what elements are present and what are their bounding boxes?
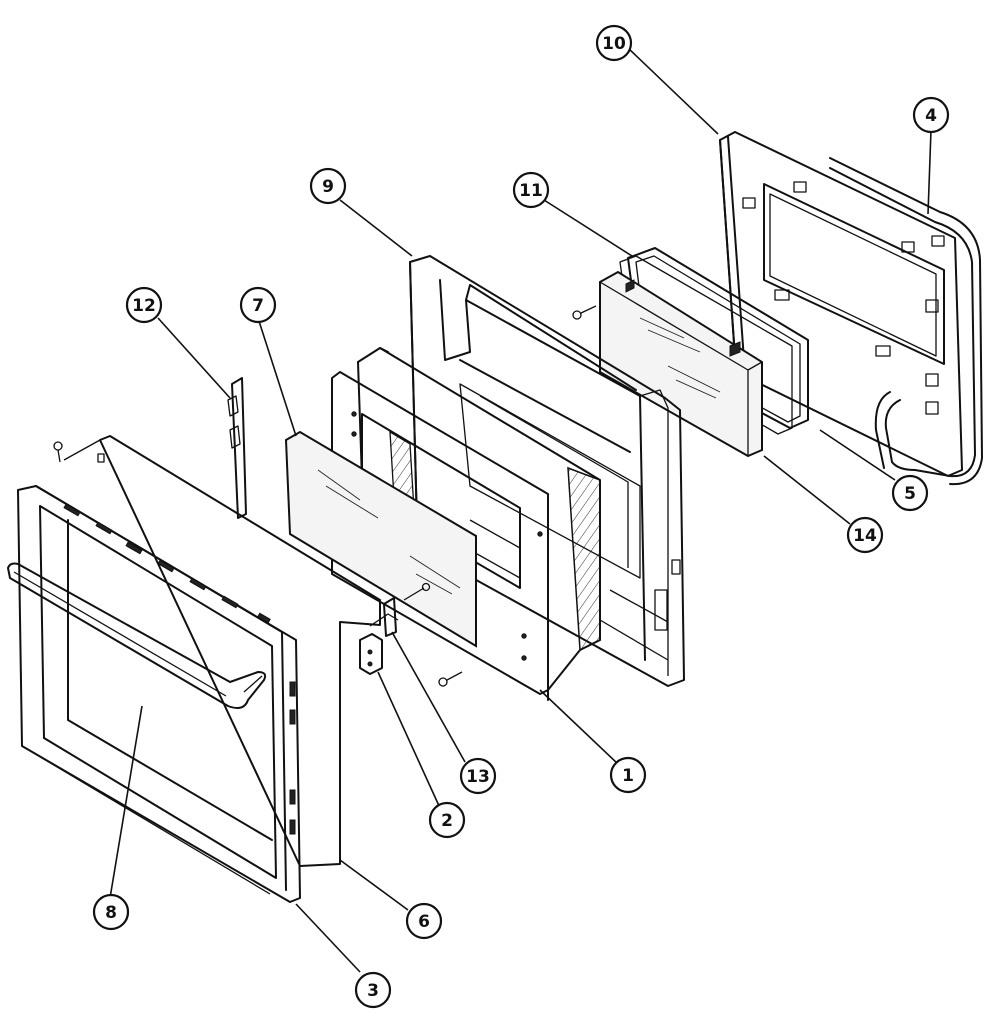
callout-2: 2 bbox=[428, 801, 466, 839]
callout-13: 13 bbox=[459, 757, 497, 795]
callout-3: 3 bbox=[354, 971, 392, 1009]
door-gasket-part bbox=[829, 157, 983, 486]
middle-glass-part bbox=[284, 430, 477, 648]
callout-9: 9 bbox=[309, 167, 347, 205]
callout-label: 8 bbox=[105, 903, 117, 923]
hinge-part bbox=[359, 582, 431, 675]
callout-12: 12 bbox=[125, 286, 163, 324]
callout-label: 9 bbox=[322, 177, 334, 197]
callout-6: 6 bbox=[405, 902, 443, 940]
callout-label: 6 bbox=[418, 912, 430, 932]
outer-door-frame-part bbox=[17, 485, 301, 903]
callout-label: 14 bbox=[853, 526, 877, 546]
callout-label: 11 bbox=[519, 181, 543, 201]
callout-label: 4 bbox=[925, 106, 937, 126]
callout-1: 1 bbox=[609, 756, 647, 794]
callout-label: 10 bbox=[602, 34, 626, 54]
callout-14: 14 bbox=[846, 516, 884, 554]
callout-4: 4 bbox=[912, 96, 950, 134]
callout-7: 7 bbox=[239, 286, 277, 324]
callout-label: 7 bbox=[252, 296, 264, 316]
callout-label: 3 bbox=[367, 981, 379, 1001]
inner-glass-part bbox=[572, 270, 763, 458]
callout-10: 10 bbox=[595, 24, 633, 62]
leader-lines bbox=[109, 47, 932, 973]
callout-label: 5 bbox=[904, 484, 916, 504]
outer-door-panel-part bbox=[53, 435, 381, 867]
hinge-bracket-part bbox=[227, 377, 247, 519]
door-handle-part bbox=[7, 562, 267, 709]
callout-label: 1 bbox=[622, 766, 634, 786]
inner-door-liner-part bbox=[719, 131, 963, 477]
callout-label: 2 bbox=[441, 811, 453, 831]
callout-8: 8 bbox=[92, 893, 130, 931]
callout-label: 13 bbox=[466, 767, 490, 787]
callout-5: 5 bbox=[891, 474, 929, 512]
callout-label: 12 bbox=[132, 296, 156, 316]
callout-11: 11 bbox=[512, 171, 550, 209]
